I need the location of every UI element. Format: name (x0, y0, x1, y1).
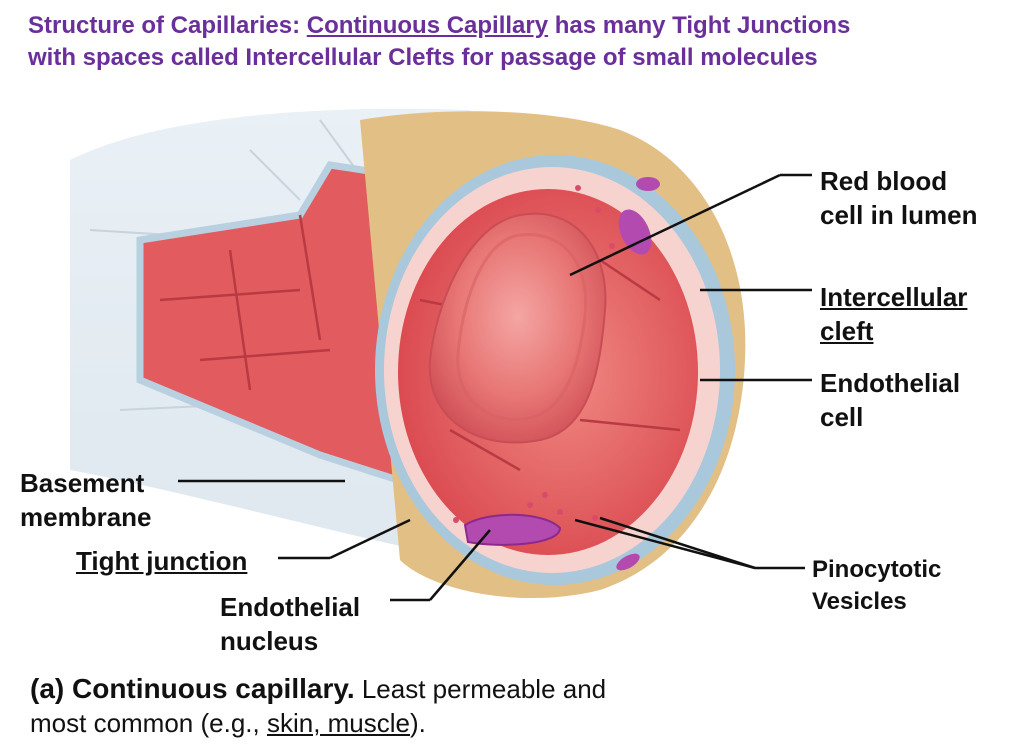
caption-text2-before: most common (e.g., (30, 708, 267, 738)
title-line1-rest: has many Tight Junctions (548, 12, 851, 39)
caption-link: skin, muscle (266, 708, 411, 738)
nucleus-outer-1 (636, 177, 660, 191)
pinocytotic-vesicles (453, 185, 615, 523)
label-tight-junction: Tight junction (76, 546, 248, 576)
title-line2: with spaces called Intercellular Clefts … (28, 44, 818, 71)
title-prefix: Structure of Capillaries: (28, 12, 307, 39)
caption-text2-after: ). (410, 708, 426, 738)
caption-lead: (a) Continuous capillary. (30, 673, 355, 704)
nucleus-outer-2 (616, 553, 640, 571)
page-title: Structure of Capillaries: Continuous Cap… (28, 10, 1008, 74)
title-highlight: Continuous Capillary (306, 12, 549, 39)
endothelial-nucleus (463, 513, 562, 546)
caption-text1: Least permeable and (354, 674, 607, 704)
figure-caption: (a) Continuous capillary. Least permeabl… (30, 672, 930, 740)
endothelial-nucleus-upper (618, 209, 652, 255)
